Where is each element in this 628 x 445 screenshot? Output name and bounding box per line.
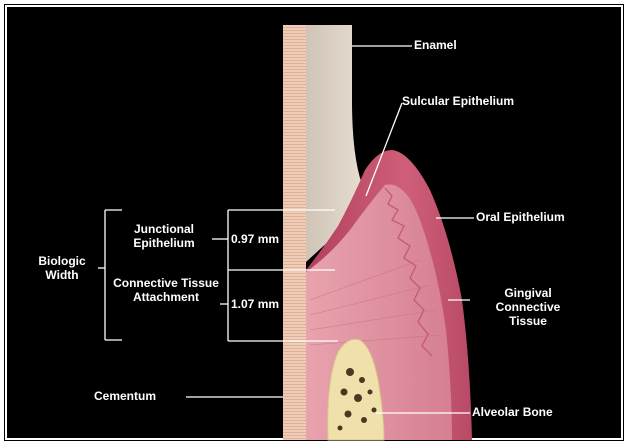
label-alveolar-bone: Alveolar Bone xyxy=(472,405,553,419)
label-cta-measurement: 1.07 mm xyxy=(231,297,279,311)
label-gingival-connective-tissue: Gingival Connective Tissue xyxy=(486,286,570,328)
label-biologic-width: Biologic Width xyxy=(26,254,98,282)
label-oral-epithelium: Oral Epithelium xyxy=(476,210,565,224)
cementum-texture xyxy=(283,25,306,440)
label-junctional-epithelium: Junctional Epithelium xyxy=(116,222,212,250)
label-enamel: Enamel xyxy=(414,38,457,52)
label-connective-tissue-attachment: Connective Tissue Attachment xyxy=(112,276,220,304)
label-je-measurement: 0.97 mm xyxy=(231,232,279,246)
label-sulcular-epithelium: Sulcular Epithelium xyxy=(402,94,514,108)
label-cementum: Cementum xyxy=(94,389,156,403)
